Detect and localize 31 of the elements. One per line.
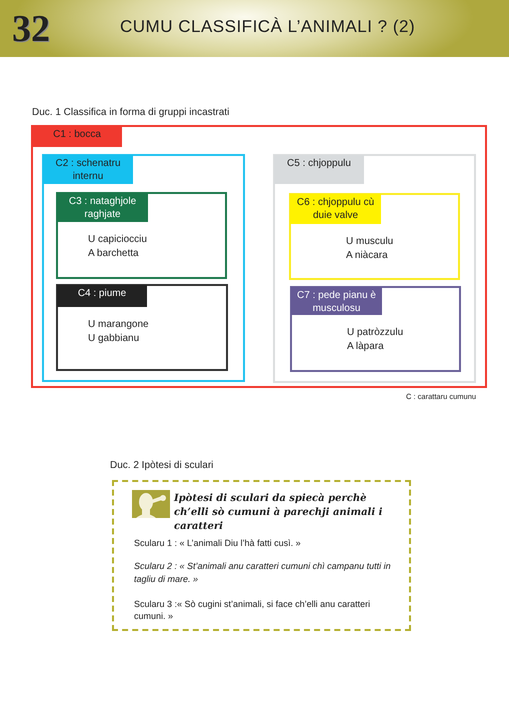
class-box	[56, 192, 227, 279]
student-answer: Scularu 2 : « St’animali anu caratteri cumuni chì campanu tutti in tagliu di mare. »	[134, 560, 392, 586]
animal-name: A barchetta	[88, 247, 139, 260]
animal-name: U marangone	[88, 318, 149, 331]
animal-name: U musculu	[346, 235, 394, 248]
page-number: 32	[12, 7, 50, 51]
animal-name: U gabbianu	[88, 332, 140, 345]
animal-name: U capiciocciu	[88, 233, 147, 246]
class-box	[289, 193, 460, 280]
group-box	[273, 154, 476, 383]
hypothesis-heading: Ipòtesi di sculari da spiecà perchè ch’elli sò cumuni à parechji animali i caratteri	[174, 492, 384, 534]
page-title: CUMU CLASSIFICÀ L’ANIMALI ? (2)	[120, 16, 416, 38]
class-label: C2 : schenatru internu	[43, 155, 133, 184]
class-label: C3 : nataghjole raghjate	[57, 193, 148, 222]
group-box	[42, 154, 245, 382]
figure-caption: Duc. 2 Ipòtesi di sculari	[110, 460, 214, 472]
group-box	[31, 125, 487, 388]
figure-caption: Duc. 1 Classifica in forma di gruppi incastrati	[32, 107, 230, 119]
class-label: C1 : bocca	[32, 126, 122, 147]
animal-name: U patròzzulu	[347, 326, 404, 339]
class-box	[56, 284, 228, 371]
class-label: C7 : pede pianu è musculosu	[291, 287, 382, 315]
animal-name: A làpara	[347, 340, 384, 353]
animal-name: A niàcara	[346, 249, 388, 262]
note-box	[112, 480, 411, 631]
class-label: C4 : piume	[57, 285, 147, 307]
class-label: C6 : chjoppulu cù duie valve	[290, 194, 381, 224]
student-answer: Scularu 3 :« Sò cugini st’animali, si face ch’elli anu caratteri cumuni. »	[134, 598, 372, 622]
class-box	[290, 286, 461, 372]
student-answer: Scularu 1 : « L’animali Diu l’hà fatti cusì. »	[134, 537, 302, 549]
class-label: C5 : chjoppulu	[274, 155, 364, 184]
